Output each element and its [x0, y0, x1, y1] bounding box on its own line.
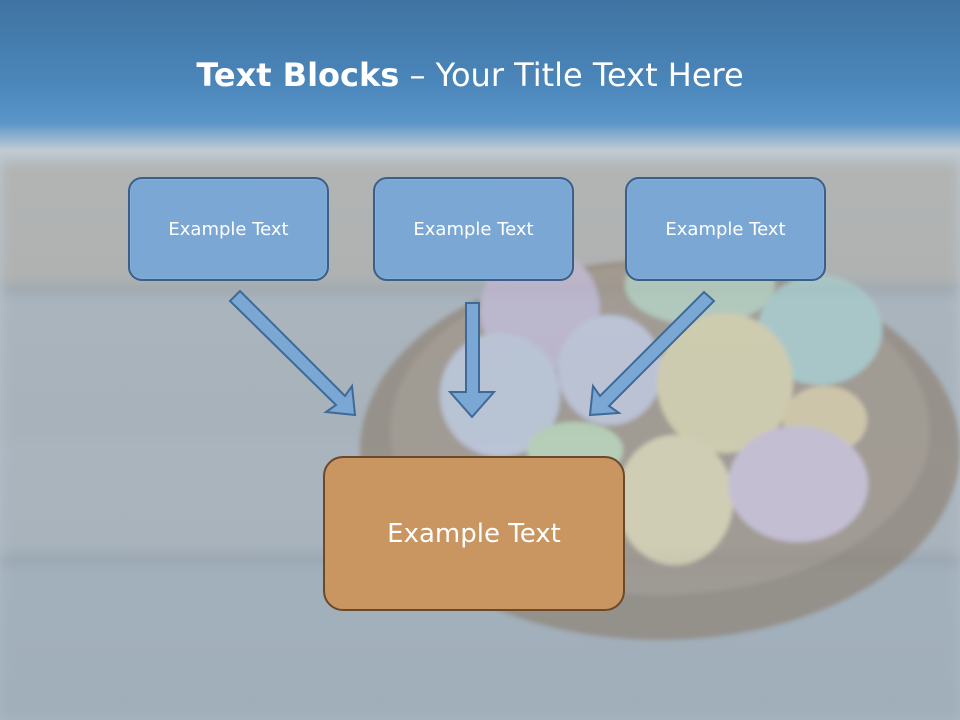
text-block-top-left: Example Text	[128, 177, 329, 281]
text-block-top-center: Example Text	[373, 177, 574, 281]
text-block-top-right: Example Text	[625, 177, 826, 281]
title-bold-part: Text Blocks	[196, 56, 400, 94]
arrow-center	[447, 302, 497, 419]
slide-title: Text Blocks – Your Title Text Here	[0, 52, 940, 98]
title-dash: –	[399, 56, 436, 94]
arrow-right	[588, 290, 716, 417]
text-block-main: Example Text	[323, 456, 625, 611]
arrow-left	[228, 289, 357, 417]
title-rest: Your Title Text Here	[435, 56, 744, 94]
header-band	[0, 0, 960, 150]
